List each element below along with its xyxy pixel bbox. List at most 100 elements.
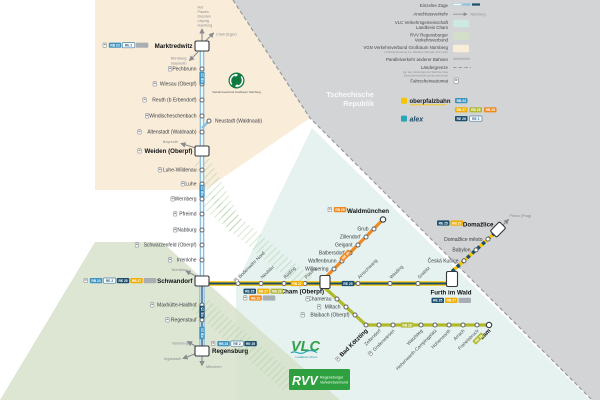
station: Furth im Wald <box>430 270 472 297</box>
alex-logo-icon <box>401 115 407 122</box>
hatch-rvv-vlc <box>192 297 296 390</box>
station-dot <box>199 257 205 263</box>
station: Wernberg <box>170 196 205 203</box>
station-terminus-circle <box>379 216 387 223</box>
ticket-machine-icon <box>137 129 142 135</box>
hatched-overlap-areas <box>192 152 314 390</box>
ticket-machine-icon <box>300 312 305 318</box>
line-badge: RE 2 <box>121 42 136 49</box>
ticket-machine-icon <box>168 66 173 72</box>
line-badge-label: RE 25 <box>245 289 254 293</box>
station-label: Windischeschenbach <box>149 114 196 120</box>
station: Cham (Oberpf) <box>281 274 331 296</box>
station-dot <box>334 296 340 302</box>
station-dot <box>199 242 205 248</box>
station-label: Marktredwitz <box>155 43 193 50</box>
destination-label: Cheb (Eger) <box>216 33 237 37</box>
line-badge-label: RB 28 <box>402 323 412 327</box>
cham-badges-row2: RB 29 <box>243 295 276 301</box>
station: Nabburg <box>173 227 205 234</box>
station-label: Weiden (Oberpf) <box>144 148 192 155</box>
station: Schwarzenfeld (Oberpf) <box>134 242 205 249</box>
legend-label: VLC Verkehrsgemeinschaft <box>395 20 449 25</box>
line-badge: RE 25 <box>431 297 444 303</box>
line-badge: RE 25 <box>116 278 130 284</box>
connection-arrow-to-nuernberg-marktredwitz <box>188 51 199 62</box>
legend-row: Parallelverkehr anderer Bahnen <box>386 57 470 62</box>
line-badge-label: RE 25 <box>433 299 442 303</box>
station: Regenstauf <box>165 317 205 324</box>
line-badge: RB 28 <box>400 322 414 328</box>
ticket-machine-icon <box>367 350 374 357</box>
station-dot <box>343 304 349 310</box>
station-box <box>194 345 210 357</box>
station-label: Reuth (b Erbendorf) <box>152 98 197 104</box>
station: Pechbrunn <box>168 66 205 73</box>
station-box <box>194 275 210 287</box>
line-badge-label: RE 2 <box>472 117 479 121</box>
legend-sublabel: (VGN-Einbindung zw. Weiden (Oberpf) und … <box>384 50 448 54</box>
destination-label: Nürnberg <box>172 268 188 272</box>
station-label: Česká Kubice <box>428 257 459 264</box>
line-badge-label: RE 25 <box>457 117 466 121</box>
station-label: Domažlice <box>463 222 494 229</box>
line-badge: RB 27 <box>257 288 270 294</box>
station-dot <box>199 66 205 72</box>
legend-label: Einzelne Züge <box>420 3 449 8</box>
connection-arrow-to-nuernberg-schwandorf <box>185 270 198 277</box>
ticket-machine-icon <box>145 113 150 119</box>
dashed-line-sample-icon <box>472 3 480 6</box>
region-czech-area <box>233 0 600 400</box>
station-label: Geigant <box>335 243 353 249</box>
destination-label: Hof <box>198 6 204 10</box>
station-dot <box>363 234 369 240</box>
station-dot <box>352 312 358 318</box>
line-badge <box>143 278 157 284</box>
ticket-machine-icon <box>137 148 142 154</box>
line-badge: RB 28 <box>469 107 482 113</box>
station-dot <box>302 281 308 286</box>
ticket-machine-icon <box>152 81 157 87</box>
destination-label: Bayreuth <box>163 140 178 144</box>
station-label: Maxhütte-Haidhof <box>157 303 197 309</box>
station: Schwandorf <box>157 275 210 287</box>
operator-name-oberpfalzbahn: oberpfalzbahn <box>410 99 451 105</box>
station-label: Neustadt (Waldnaab) <box>215 119 262 125</box>
gray-line-icon <box>453 57 470 60</box>
line-badge: RB 23 <box>89 278 103 284</box>
legend-row: Fahrscheinautomat <box>410 77 459 84</box>
line-badge: RB 23 <box>455 98 468 104</box>
line-badge-label: RB 29 <box>251 296 261 300</box>
line-badge-label: RE 25 <box>118 279 127 283</box>
station-label: Willmering <box>305 267 329 273</box>
station-dot <box>473 247 479 253</box>
line-badge-label: RE 2 <box>125 43 132 47</box>
station-dot <box>376 322 382 328</box>
station: Wiesau (Oberpf) <box>152 81 205 88</box>
station-dot <box>199 167 205 173</box>
station-dot <box>199 196 205 202</box>
station: Luhe-Wildenau <box>157 167 205 174</box>
station-dot <box>390 322 396 328</box>
vgn-arrow2-tip-icon <box>234 84 238 88</box>
station-box <box>490 221 506 238</box>
station-box <box>319 274 331 290</box>
line-badge: RE 25 <box>341 280 355 287</box>
legend-label: Fahrscheinautomat <box>410 79 448 84</box>
ticket-machine-icon <box>453 77 459 84</box>
station-dot <box>331 266 337 272</box>
legend-label: Parallelverkehr anderer Bahnen <box>386 57 449 62</box>
vgn-arrow-icon <box>229 73 237 85</box>
furth-badges: RE 25 RB 27 <box>431 297 471 303</box>
rvv-logo-line2: Verkehrsverbund <box>320 380 348 384</box>
line-badge-label: RB 23 <box>200 73 204 83</box>
ticket-machine-icon <box>335 356 341 362</box>
line-badge: RE 25 <box>437 220 450 226</box>
line-badge-label: RB 27 <box>447 299 457 303</box>
connection-arrow-to-ingolstadt <box>182 352 197 360</box>
line-badge: RB 27 <box>455 107 468 113</box>
station-dot <box>199 227 205 233</box>
line-badge: RB 28 <box>472 332 485 345</box>
